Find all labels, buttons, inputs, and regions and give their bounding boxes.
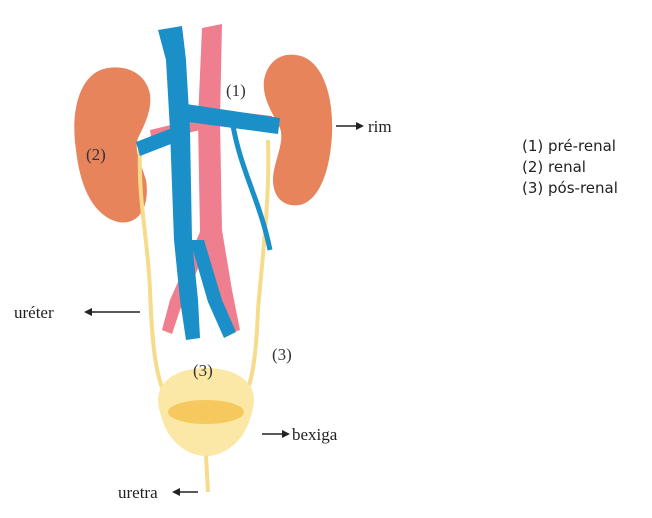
legend: (1) pré-renal (2) renal (3) pós-renal [522, 136, 618, 199]
bladder-inner [168, 400, 244, 424]
uretra-label: uretra [118, 483, 158, 502]
rim-annotation: rim [336, 117, 392, 136]
marker-3-bladder: (3) [193, 361, 213, 380]
gonadal-vein [232, 120, 270, 250]
marker-2: (2) [86, 145, 106, 164]
uretra-annotation: uretra [118, 483, 198, 502]
ureter-label: uréter [14, 303, 54, 322]
legend-item-pre-renal: (1) pré-renal [522, 136, 618, 157]
marker-1: (1) [226, 81, 246, 100]
legend-item-pos-renal: (3) pós-renal [522, 178, 618, 199]
ureter-annotation: uréter [14, 303, 140, 322]
marker-3-ureter: (3) [272, 345, 292, 364]
bexiga-annotation: bexiga [262, 425, 338, 444]
legend-item-renal: (2) renal [522, 157, 618, 178]
rim-label: rim [368, 117, 392, 136]
right-ureter [240, 140, 268, 410]
bexiga-label: bexiga [292, 425, 338, 444]
urethra [206, 456, 208, 492]
